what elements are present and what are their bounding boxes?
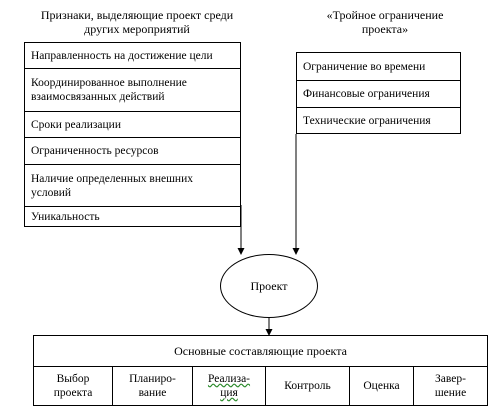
triple-constraint-box: Ограничение во времени Финансовые ограни… — [296, 52, 461, 134]
component-label: Выбор проекта — [53, 373, 93, 399]
component-cell: Реализа-ция — [192, 367, 265, 405]
component-cell: Выбор проекта — [34, 367, 112, 405]
component-cell: Контроль — [265, 367, 349, 405]
project-features-box: Направленность на достижение цели Коорди… — [24, 42, 241, 227]
feature-item: Наличие определенных внешних условий — [25, 164, 240, 206]
constraint-item: Технические ограничения — [297, 107, 460, 133]
component-label: Реализа-ция — [207, 373, 251, 399]
left-heading: Признаки, выделяющие проект среди других… — [18, 8, 256, 36]
feature-item: Уникальность — [25, 206, 240, 226]
project-node-label: Проект — [250, 278, 288, 293]
component-label: Завер-шение — [434, 373, 467, 399]
component-label: Планиро-вание — [129, 373, 176, 399]
right-heading-line-1: «Тройное ограничение — [326, 8, 444, 22]
project-components-box: Основные составляющие проекта Выбор прое… — [33, 335, 488, 406]
components-heading: Основные составляющие проекта — [34, 336, 487, 367]
feature-item: Ограниченность ресурсов — [25, 137, 240, 164]
feature-item: Координированное выполнение взаимосвязан… — [25, 68, 240, 111]
component-cell: Завер-шение — [413, 367, 487, 405]
feature-item: Направленность на достижение цели — [31, 49, 213, 62]
constraint-item: Финансовые ограничения — [297, 80, 460, 107]
right-heading: «Тройное ограничение проекта» — [305, 8, 465, 36]
feature-item: Сроки реализации — [25, 111, 240, 137]
component-label: Контроль — [284, 380, 331, 392]
project-node: Проект — [220, 254, 318, 318]
left-heading-line-1: Признаки, выделяющие проект среди — [40, 8, 234, 22]
component-label: Оценка — [363, 380, 400, 392]
component-cell: Оценка — [349, 367, 413, 405]
right-heading-line-2: проекта» — [361, 22, 409, 36]
constraint-item: Ограничение во времени — [303, 60, 426, 73]
component-cell: Планиро-вание — [112, 367, 192, 405]
left-heading-line-2: других мероприятий — [84, 22, 190, 36]
